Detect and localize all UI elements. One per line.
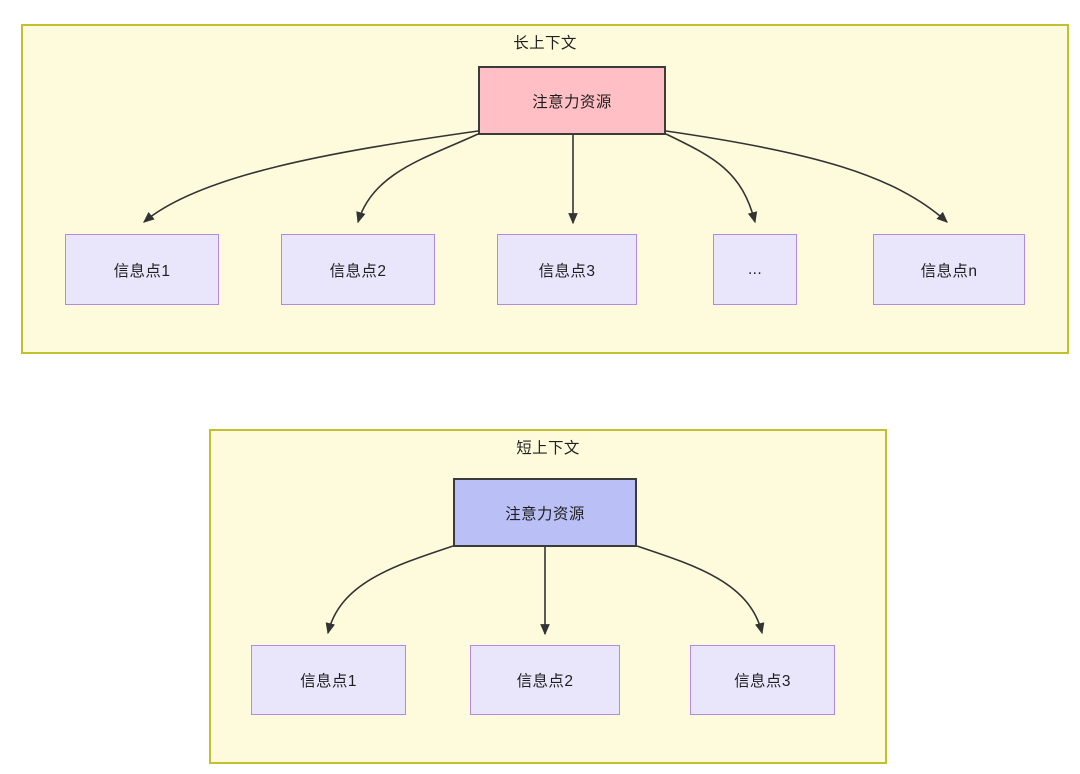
node-short-context-info-point-2[interactable]: 信息点2 <box>470 645 620 715</box>
node-long-context-info-point-3[interactable]: 信息点3 <box>497 234 637 305</box>
node-long-context-info-point-2[interactable]: 信息点2 <box>281 234 435 305</box>
node-label: 信息点2 <box>516 673 574 690</box>
node-long-context-info-point-ellipsis[interactable]: ... <box>713 234 797 305</box>
node-label: 信息点3 <box>734 673 791 690</box>
node-label: 注意力资源 <box>532 93 612 111</box>
node-short-context-info-point-3[interactable]: 信息点3 <box>690 645 835 715</box>
node-label: 信息点1 <box>300 673 357 690</box>
node-label: 信息点3 <box>538 262 596 280</box>
node-label: 注意力资源 <box>505 505 585 523</box>
node-short-context-info-point-1[interactable]: 信息点1 <box>251 645 406 715</box>
group-short-context-title: 短上下文 <box>516 440 580 457</box>
node-long-context-attention-resource[interactable]: 注意力资源 <box>478 66 666 135</box>
node-label: 信息点n <box>920 262 978 280</box>
node-label: 信息点1 <box>113 262 171 280</box>
node-short-context-attention-resource[interactable]: 注意力资源 <box>453 478 637 547</box>
node-label: 信息点2 <box>329 262 387 280</box>
group-long-context-title: 长上下文 <box>513 35 577 52</box>
node-long-context-info-point-1[interactable]: 信息点1 <box>65 234 219 305</box>
node-long-context-info-point-n[interactable]: 信息点n <box>873 234 1025 305</box>
node-label: ... <box>747 260 763 278</box>
